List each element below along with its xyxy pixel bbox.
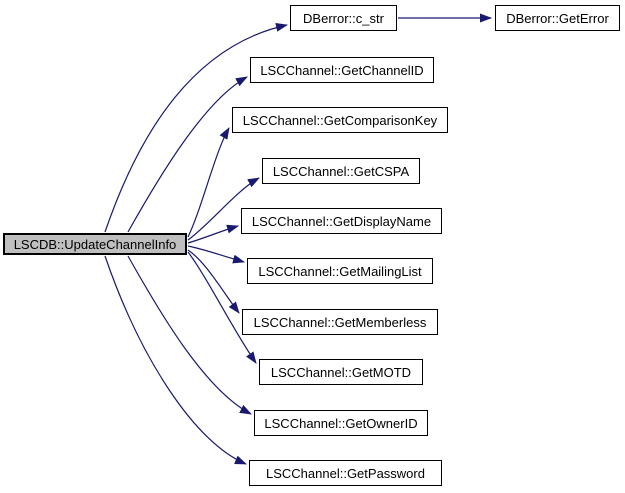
edge-updatechannelinfo-to-getmemberless xyxy=(187,249,240,314)
node-lscchannel-getownerid[interactable]: LSCChannel::GetOwnerID xyxy=(254,410,428,436)
edge-updatechannelinfo-to-getmailinglist xyxy=(187,245,245,264)
node-lscchannel-getcspa[interactable]: LSCChannel::GetCSPA xyxy=(262,158,420,184)
edge-updatechannelinfo-to-getownerid xyxy=(127,255,252,415)
node-lscchannel-getcomparisonkey[interactable]: LSCChannel::GetComparisonKey xyxy=(232,107,448,133)
node-lscchannel-getmemberless[interactable]: LSCChannel::GetMemberless xyxy=(242,309,438,335)
node-lscdb-updatechannelinfo[interactable]: LSCDB::UpdateChannelInfo xyxy=(3,233,187,255)
edge-updatechannelinfo-to-getpassword xyxy=(104,255,247,465)
node-dberror-geterror[interactable]: DBerror::GetError xyxy=(495,5,620,31)
node-lscchannel-getpassword[interactable]: LSCChannel::GetPassword xyxy=(249,460,442,486)
edge-updatechannelinfo-to-getmotd xyxy=(187,251,257,364)
node-lscchannel-getmotd[interactable]: LSCChannel::GetMOTD xyxy=(259,359,423,385)
node-lscchannel-getmailinglist[interactable]: LSCChannel::GetMailingList xyxy=(247,258,433,284)
edge-updatechannelinfo-to-getchannelid xyxy=(127,76,248,233)
node-lscchannel-getdisplayname[interactable]: LSCChannel::GetDisplayName xyxy=(241,208,442,234)
edge-updatechannelinfo-to-cstr xyxy=(104,22,288,233)
node-lscchannel-getchannelid[interactable]: LSCChannel::GetChannelID xyxy=(250,57,434,83)
node-dberror-c-str[interactable]: DBerror::c_str xyxy=(290,5,397,31)
edge-updatechannelinfo-to-getdisplayname xyxy=(187,224,239,244)
edge-updatechannelinfo-to-getcspa xyxy=(187,177,260,241)
edge-updatechannelinfo-to-getcomparisonkey xyxy=(187,127,230,238)
